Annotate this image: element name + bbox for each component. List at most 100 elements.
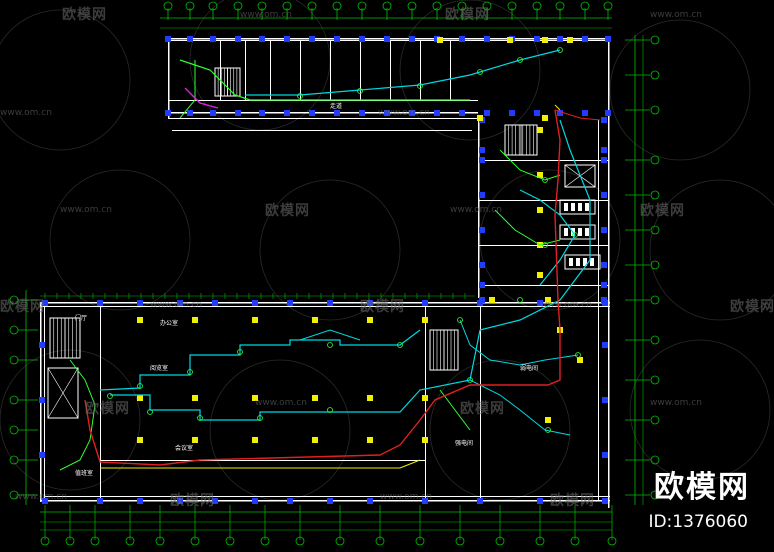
structural-column — [97, 498, 103, 504]
watermark-circle — [609, 19, 751, 161]
structural-column — [479, 262, 485, 268]
watermark-brand-text: 欧模网 — [62, 7, 107, 23]
wall-room-partition — [330, 40, 331, 100]
structural-column — [235, 110, 241, 116]
outlet-marker — [557, 47, 563, 53]
structural-column — [309, 36, 315, 42]
watermark-url-text: www.om.cn — [60, 205, 112, 215]
axis-bubble-bottom — [155, 536, 165, 546]
axis-bubble-top — [532, 1, 542, 11]
wall-east-wing-cross — [478, 200, 608, 201]
watermark-circle — [0, 9, 131, 151]
axis-bubble-bottom — [607, 536, 617, 546]
structural-column — [137, 317, 143, 323]
structural-column — [537, 300, 543, 306]
structural-column — [384, 36, 390, 42]
axis-bubble-right — [650, 225, 660, 235]
axis-bubble-top — [407, 1, 417, 11]
axis-bubble-top — [580, 1, 590, 11]
structural-column — [252, 317, 258, 323]
outlet-marker — [187, 369, 193, 375]
wall-east-wing-west — [478, 118, 480, 298]
structural-column — [137, 395, 143, 401]
watermark-url-text: www.om.cn — [380, 492, 432, 502]
cable-run-magenta — [184, 87, 219, 109]
structural-column — [422, 300, 428, 306]
wall-east-wing-east — [608, 38, 610, 508]
structural-column — [602, 498, 608, 504]
structural-column — [192, 317, 198, 323]
axis-bubble-top — [507, 1, 517, 11]
structural-column — [557, 36, 563, 42]
axis-bubble-bottom — [125, 536, 135, 546]
structural-column — [367, 317, 373, 323]
structural-column — [459, 36, 465, 42]
cable-run-cyan — [110, 329, 481, 421]
structural-column — [359, 110, 365, 116]
structural-column — [479, 157, 485, 163]
structural-column — [422, 437, 428, 443]
cable-run-cyan — [99, 329, 421, 391]
watermark-brand-text: 欧模网 — [85, 401, 130, 417]
room-label: 会议室 — [175, 444, 193, 452]
structural-column — [437, 37, 443, 43]
toilet-stall — [569, 258, 573, 266]
axis-bubble-bottom — [535, 536, 545, 546]
outlet-marker — [477, 69, 483, 75]
watermark-brand-text: 欧模网 — [460, 401, 505, 417]
axis-bubble-right — [650, 105, 660, 115]
structural-column — [212, 300, 218, 306]
structural-column — [422, 317, 428, 323]
wall-lower-partition — [100, 306, 101, 498]
toilet-fixtures — [564, 254, 601, 270]
structural-column — [312, 437, 318, 443]
toilet-stall — [564, 228, 568, 236]
watermark-url-text: www.om.cn — [240, 10, 292, 20]
wall-room-partition — [420, 40, 421, 100]
structural-column — [359, 36, 365, 42]
structural-column — [459, 110, 465, 116]
structural-column — [409, 110, 415, 116]
outlet-marker — [517, 57, 523, 63]
wall-lower-north-inner — [40, 306, 610, 307]
watermark-brand-text: 欧模网 — [360, 299, 405, 315]
structural-column — [334, 36, 340, 42]
structural-column — [484, 110, 490, 116]
structural-column — [479, 192, 485, 198]
axis-bubble-right — [650, 375, 660, 385]
axis-bubble-top — [282, 1, 292, 11]
cable-run-cyan — [479, 119, 591, 331]
structural-column — [137, 300, 143, 306]
structural-column — [259, 110, 265, 116]
structural-column — [210, 110, 216, 116]
watermark-url-text: www.om.cn — [650, 398, 702, 408]
structural-column — [284, 110, 290, 116]
watermark-brand-text: 欧模网 — [0, 299, 45, 315]
wall-lower-south-inner — [44, 496, 610, 497]
structural-column — [582, 110, 588, 116]
structural-column — [409, 36, 415, 42]
structural-column — [177, 300, 183, 306]
structural-column — [479, 282, 485, 288]
cable-run-cyan — [459, 319, 579, 366]
structural-column — [367, 437, 373, 443]
structural-column — [212, 498, 218, 504]
watermark-brand-text: 欧模网 — [265, 203, 310, 219]
watermark-circle — [209, 359, 351, 501]
axis-bubble-bottom — [65, 536, 75, 546]
watermark-url-text: www.om.cn — [378, 108, 430, 118]
wall-room-partition — [450, 40, 451, 100]
structural-column — [252, 300, 258, 306]
toilet-fixtures — [559, 199, 596, 215]
structural-column — [252, 437, 258, 443]
watermark-circle — [479, 169, 621, 311]
structural-column — [367, 395, 373, 401]
structural-column — [97, 300, 103, 306]
outlet-marker — [197, 415, 203, 421]
watermark-url-text: www.om.cn — [150, 300, 202, 310]
axis-bubble-left — [9, 425, 19, 435]
axis-bubble-top — [233, 1, 243, 11]
structural-column — [601, 117, 607, 123]
structural-column — [577, 357, 583, 363]
structural-column — [479, 147, 485, 153]
